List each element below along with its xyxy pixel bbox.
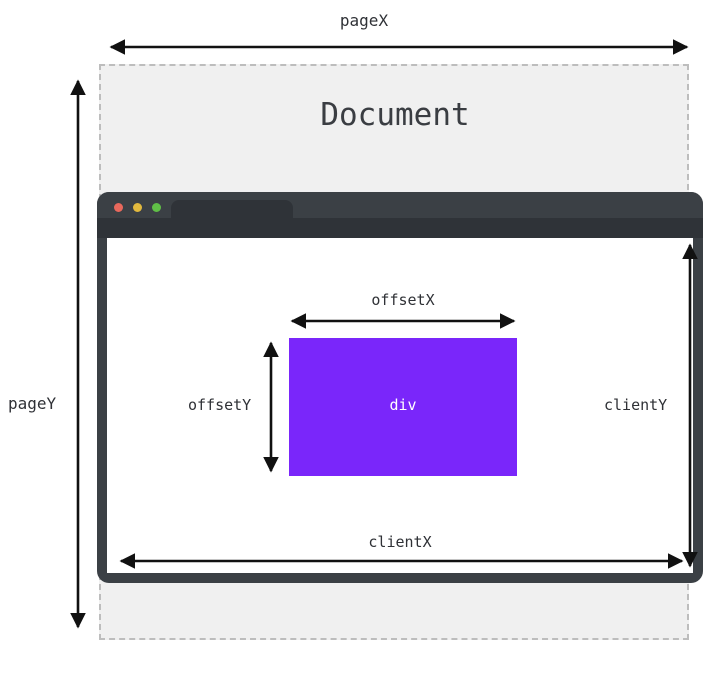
label-pagex: pageX [339, 11, 389, 30]
minimize-dot-icon[interactable] [133, 203, 142, 212]
label-pagey: pageY [8, 394, 57, 413]
label-clienty: clientY [604, 396, 668, 414]
label-offsetx: offsetX [371, 291, 435, 309]
maximize-dot-icon[interactable] [152, 203, 161, 212]
close-dot-icon[interactable] [114, 203, 123, 212]
traffic-light-group [114, 203, 161, 212]
browser-tab[interactable] [171, 200, 293, 238]
purple-div-label: div [389, 396, 417, 414]
purple-div-element [289, 338, 517, 476]
label-clientx: clientX [368, 533, 432, 551]
document-title: Document [320, 97, 470, 133]
label-offsety: offsetY [188, 396, 252, 414]
